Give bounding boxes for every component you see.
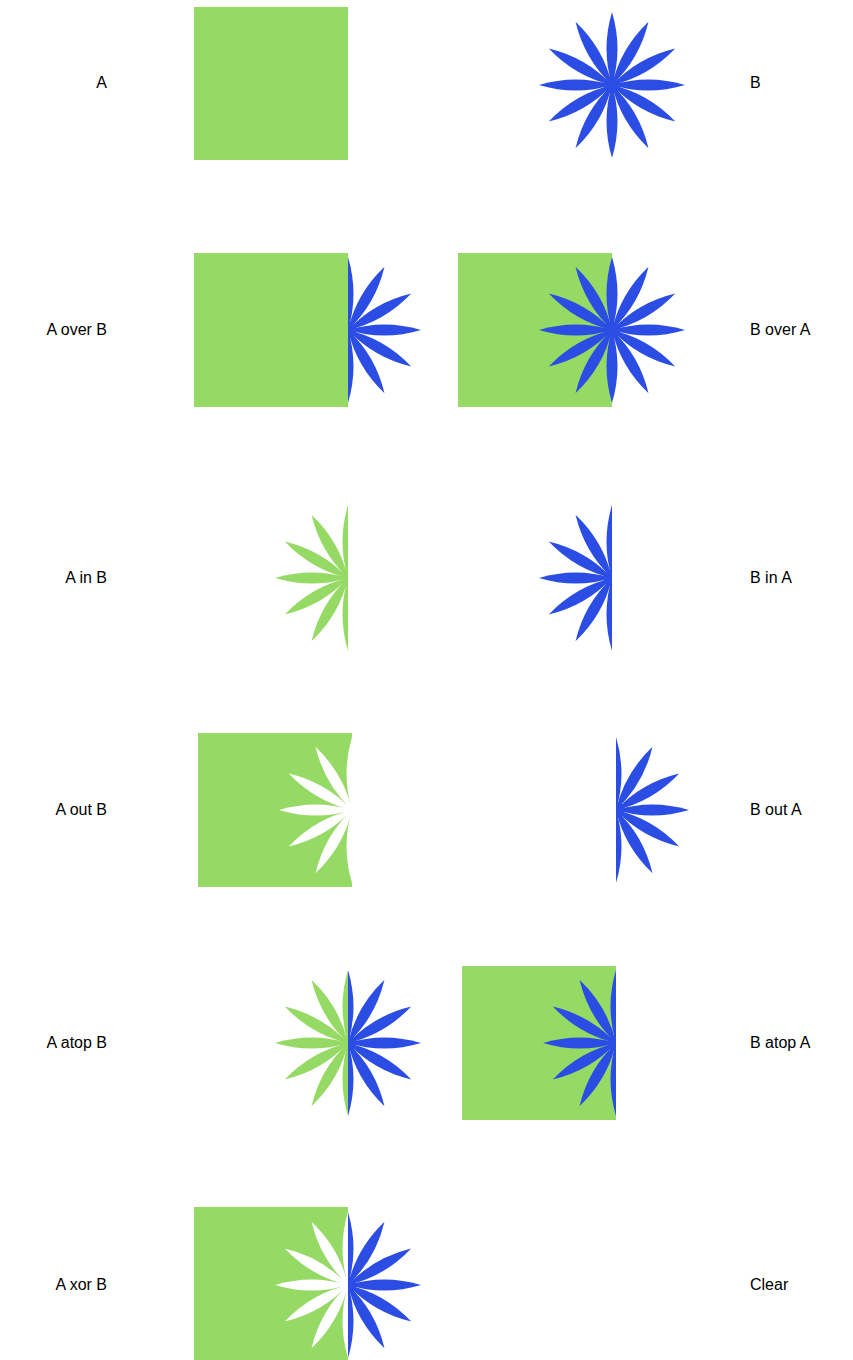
operator-label: B over A [750, 320, 810, 340]
flower-cutout [275, 1212, 348, 1358]
square-a [194, 7, 348, 160]
operator-label: A out B [55, 800, 107, 820]
operator-label: B out A [750, 800, 802, 820]
operator-label: A xor B [55, 1275, 107, 1295]
operator-label: Clear [750, 1275, 788, 1295]
flower-cutout [279, 737, 352, 883]
flower-b [539, 257, 685, 403]
operator-label: B [750, 73, 761, 93]
flower-b [348, 257, 421, 403]
flower-b [539, 12, 685, 158]
flower-a [275, 970, 348, 1116]
flower-a [275, 505, 348, 651]
operator-label: A in B [65, 568, 107, 588]
operator-label: A [96, 73, 107, 93]
flower-b [543, 970, 616, 1116]
operator-label: A over B [47, 320, 107, 340]
square-a [194, 253, 348, 407]
operator-label: A atop B [47, 1033, 108, 1053]
flower-b [348, 1212, 421, 1358]
operator-label: B in A [750, 568, 792, 588]
flower-b [616, 737, 689, 883]
operator-label: B atop A [750, 1033, 811, 1053]
flower-b [348, 970, 421, 1116]
flower-b [539, 505, 612, 651]
